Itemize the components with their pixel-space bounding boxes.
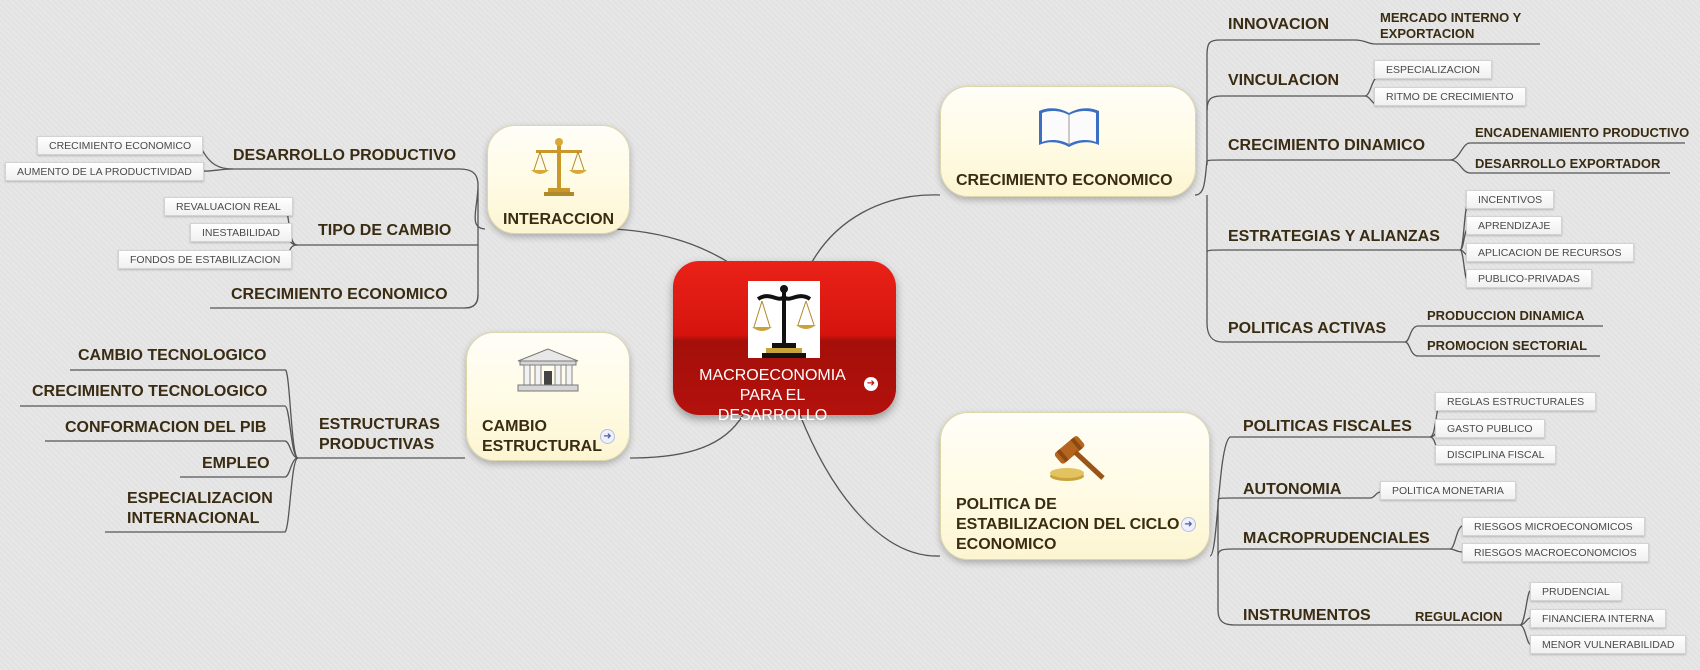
tag-politica-monetaria[interactable]: POLITICA MONETARIA [1380,481,1516,500]
gavel-icon [1045,428,1109,489]
central-topic-title: MACROECONOMIA PARA EL DESARROLLO [685,366,860,426]
tag-publico-privadas[interactable]: PUBLICO-PRIVADAS [1466,269,1592,288]
tag-inestabilidad[interactable]: INESTABILIDAD [190,223,292,242]
tag-aprendizaje[interactable]: APRENDIZAJE [1466,216,1563,235]
tag-incentivos[interactable]: INCENTIVOS [1466,190,1555,209]
open-book-icon [1037,105,1101,156]
tag-crecimiento-economico[interactable]: CRECIMIENTO ECONOMICO [37,136,204,155]
central-topic-line1: MACROECONOMIA [699,367,846,384]
subtopic-crecimiento-dinamico[interactable]: CRECIMIENTO DINAMICO [1228,137,1426,154]
item-promocion-sectorial[interactable]: PROMOCION SECTORIAL [1427,338,1588,353]
tag-menor-vulnerabilidad[interactable]: MENOR VULNERABILIDAD [1530,635,1687,654]
subtopic-autonomia[interactable]: AUTONOMIA [1243,481,1342,498]
tag-riesgos-micro[interactable]: RIESGOS MICROECONOMICOS [1462,517,1645,536]
arrow-link-icon[interactable]: ➜ [1181,517,1196,532]
topic-politica-line3: ECONOMICO [956,536,1057,553]
subtopic-politicas-fiscales[interactable]: POLITICAS FISCALES [1243,418,1412,435]
subtopic-politicas-activas[interactable]: POLITICAS ACTIVAS [1228,320,1387,337]
item-desarrollo-exportador[interactable]: DESARROLLO EXPORTADOR [1475,156,1661,171]
topic-politica-line2: ESTABILIZACION DEL CICLO [956,516,1180,533]
mercado-line1: MERCADO INTERNO Y [1380,10,1522,25]
tag-fondos-estabilizacion[interactable]: FONDOS DE ESTABILIZACION [118,250,293,269]
tag-ritmo-crecimiento[interactable]: RITMO DE CRECIMIENTO [1374,87,1526,106]
tag-riesgos-macro[interactable]: RIESGOS MACROECONOMCIOS [1462,543,1649,562]
estructuras-line2: PRODUCTIVAS [319,436,435,453]
topic-politica-line1: POLITICA DE [956,496,1057,513]
tag-revaluacion-real[interactable]: REVALUACION REAL [164,197,293,216]
subtopic-instrumentos[interactable]: INSTRUMENTOS [1243,607,1371,624]
estructuras-line1: ESTRUCTURAS [319,416,440,433]
tag-financiera-interna[interactable]: FINANCIERA INTERNA [1530,609,1667,628]
tag-aplicacion-recursos[interactable]: APLICACION DE RECURSOS [1466,243,1634,262]
mercado-line2: EXPORTACION [1380,26,1475,41]
subtopic-crecimiento-economico[interactable]: CRECIMIENTO ECONOMICO [231,286,448,303]
arrow-link-icon[interactable]: ➜ [600,429,615,444]
item-produccion-dinamica[interactable]: PRODUCCION DINAMICA [1427,308,1585,323]
topic-interaccion[interactable]: INTERACCION [487,125,630,234]
tag-gasto-publico[interactable]: GASTO PUBLICO [1435,419,1545,438]
subtopic-desarrollo-productivo[interactable]: DESARROLLO PRODUCTIVO [233,147,457,164]
topic-politica-estabilizacion[interactable]: POLITICA DE ESTABILIZACION DEL CICLO ECO… [940,412,1210,560]
item-encadenamiento-productivo[interactable]: ENCADENAMIENTO PRODUCTIVO [1475,125,1690,140]
item-crecimiento-tecnologico[interactable]: CRECIMIENTO TECNOLOGICO [32,383,268,400]
item-empleo[interactable]: EMPLEO [202,455,270,472]
scales-of-justice-icon [748,281,820,358]
topic-cambio-line1: CAMBIO [482,418,547,435]
subtopic-innovacion[interactable]: INNOVACION [1228,16,1330,33]
topic-cambio-estructural[interactable]: CAMBIO ESTRUCTURAL ➜ [466,332,630,461]
arrow-link-icon[interactable]: ➜ [864,377,878,391]
central-topic-line2: PARA EL DESARROLLO [717,387,828,424]
tag-aumento-productividad[interactable]: AUMENTO DE LA PRODUCTIVIDAD [5,162,204,181]
bank-building-icon [516,347,580,398]
item-cambio-tecnologico[interactable]: CAMBIO TECNOLOGICO [78,347,267,364]
item-regulacion[interactable]: REGULACION [1415,609,1503,624]
item-conformacion-pib[interactable]: CONFORMACION DEL PIB [65,419,267,436]
tag-disciplina-fiscal[interactable]: DISCIPLINA FISCAL [1435,445,1557,464]
subtopic-macroprudenciales[interactable]: MACROPRUDENCIALES [1243,530,1430,547]
tag-reglas-estructurales[interactable]: REGLAS ESTRUCTURALES [1435,392,1597,411]
topic-cambio-label: CAMBIO ESTRUCTURAL [482,417,602,457]
topic-cambio-line2: ESTRUCTURAL [482,438,602,455]
tag-prudencial[interactable]: PRUDENCIAL [1530,582,1622,601]
topic-politica-label: POLITICA DE ESTABILIZACION DEL CICLO ECO… [956,495,1179,555]
golden-scales-icon [528,136,590,203]
topic-crecimiento-economico[interactable]: CRECIMIENTO ECONOMICO [940,86,1196,197]
topic-interaccion-label: INTERACCION [503,211,615,228]
central-topic-macroeconomia[interactable]: MACROECONOMIA PARA EL DESARROLLO ➜ [673,261,896,424]
especializacion-line1: ESPECIALIZACION [127,490,273,507]
item-mercado-interno[interactable]: MERCADO INTERNO Y EXPORTACION [1380,10,1521,42]
subtopic-tipo-de-cambio[interactable]: TIPO DE CAMBIO [318,222,452,239]
tag-especializacion[interactable]: ESPECIALIZACION [1374,60,1492,79]
subtopic-estrategias-alianzas[interactable]: ESTRATEGIAS Y ALIANZAS [1228,228,1440,245]
topic-crecimiento-label: CRECIMIENTO ECONOMICO [956,172,1173,189]
subtopic-vinculacion[interactable]: VINCULACION [1228,72,1340,89]
item-especializacion-internacional[interactable]: ESPECIALIZACION INTERNACIONAL [127,489,273,529]
subtopic-estructuras-productivas[interactable]: ESTRUCTURAS PRODUCTIVAS [319,415,440,455]
especializacion-line2: INTERNACIONAL [127,510,260,527]
